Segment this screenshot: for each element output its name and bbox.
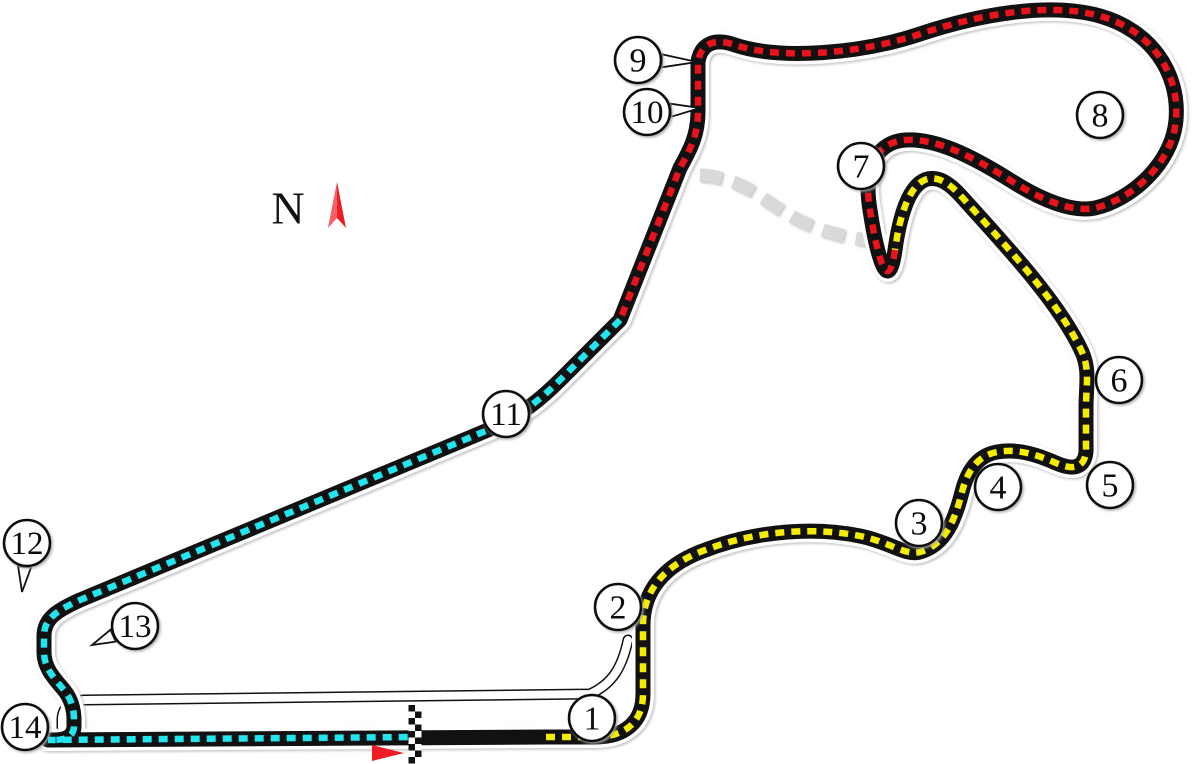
turn-number-text: 8 [1092,98,1109,135]
turn-number-text: 11 [490,397,522,433]
checker-square [408,744,415,751]
turn-number-text: 5 [1102,468,1119,505]
turn-marker-circle [593,582,643,632]
turn-label-10[interactable]: 10 [622,87,672,137]
turn-number-text: 9 [630,43,647,80]
turn-number-text: 14 [9,710,42,746]
compass-north-letter: N [271,183,304,234]
start-finish-line [408,705,422,764]
turn-number-text: 13 [119,609,152,645]
turn-label-14[interactable]: 14 [0,702,50,752]
turn-number-text: 1 [584,701,601,738]
track-outline [33,0,1188,751]
turn-marker-circle [481,389,531,439]
checker-square [415,724,422,731]
track-asphalt [36,2,1184,748]
checker-square [408,731,415,738]
turn-label-2[interactable]: 2 [593,582,643,632]
turn-number-text: 4 [990,470,1007,507]
turn-label-11[interactable]: 11 [481,389,531,439]
direction-arrow-icon [372,745,404,761]
turn-label-9[interactable]: 9 [613,35,663,85]
turn-label-8[interactable]: 8 [1075,90,1125,140]
turn-label-12[interactable]: 12 [2,518,52,568]
turn-marker-circle [1094,355,1144,405]
turn-marker-circle [613,35,663,85]
checker-square [415,737,422,744]
turn-label-7[interactable]: 7 [836,141,886,191]
pit-lane [56,634,634,733]
turn-marker-circle [567,693,617,743]
direction-of-travel-arrow [372,745,404,761]
turn-label-13[interactable]: 13 [110,601,160,651]
checker-square [415,711,422,718]
checker-square [408,757,415,764]
compass-arrow-highlight [328,182,337,228]
turn-marker-circle [1085,460,1135,510]
turn-marker-circle [110,601,160,651]
turn-label-4[interactable]: 4 [973,462,1023,512]
kerb-sector-2 [616,6,1180,322]
turn-label-3[interactable]: 3 [894,498,944,548]
turn-number-text: 2 [610,590,627,627]
turn-label-6[interactable]: 6 [1094,355,1144,405]
turn-number-text: 3 [911,506,928,543]
turn-marker-circle [2,518,52,568]
kerb-sector-1 [546,175,1091,741]
turn-number-text: 10 [631,95,664,131]
checker-square [408,705,415,712]
checker-square [408,718,415,725]
turn-marker-circle [973,462,1023,512]
turn-marker-circle [836,141,886,191]
turn-marker-circle [1075,90,1125,140]
turn-number-text: 6 [1111,363,1128,400]
kerb-sector-3 [40,317,623,744]
turn-label-1[interactable]: 1 [567,693,617,743]
turn-marker-circle [894,498,944,548]
checker-square [415,750,422,757]
compass-rose: N [271,182,346,234]
turn-pointer-12 [17,565,33,593]
turn-label-5[interactable]: 5 [1085,460,1135,510]
compass-arrow-icon [328,182,346,228]
turn-marker-circle [0,702,50,752]
turn-marker-circle [622,87,672,137]
turn-number-text: 12 [11,526,44,562]
turn-number-text: 7 [853,149,870,186]
